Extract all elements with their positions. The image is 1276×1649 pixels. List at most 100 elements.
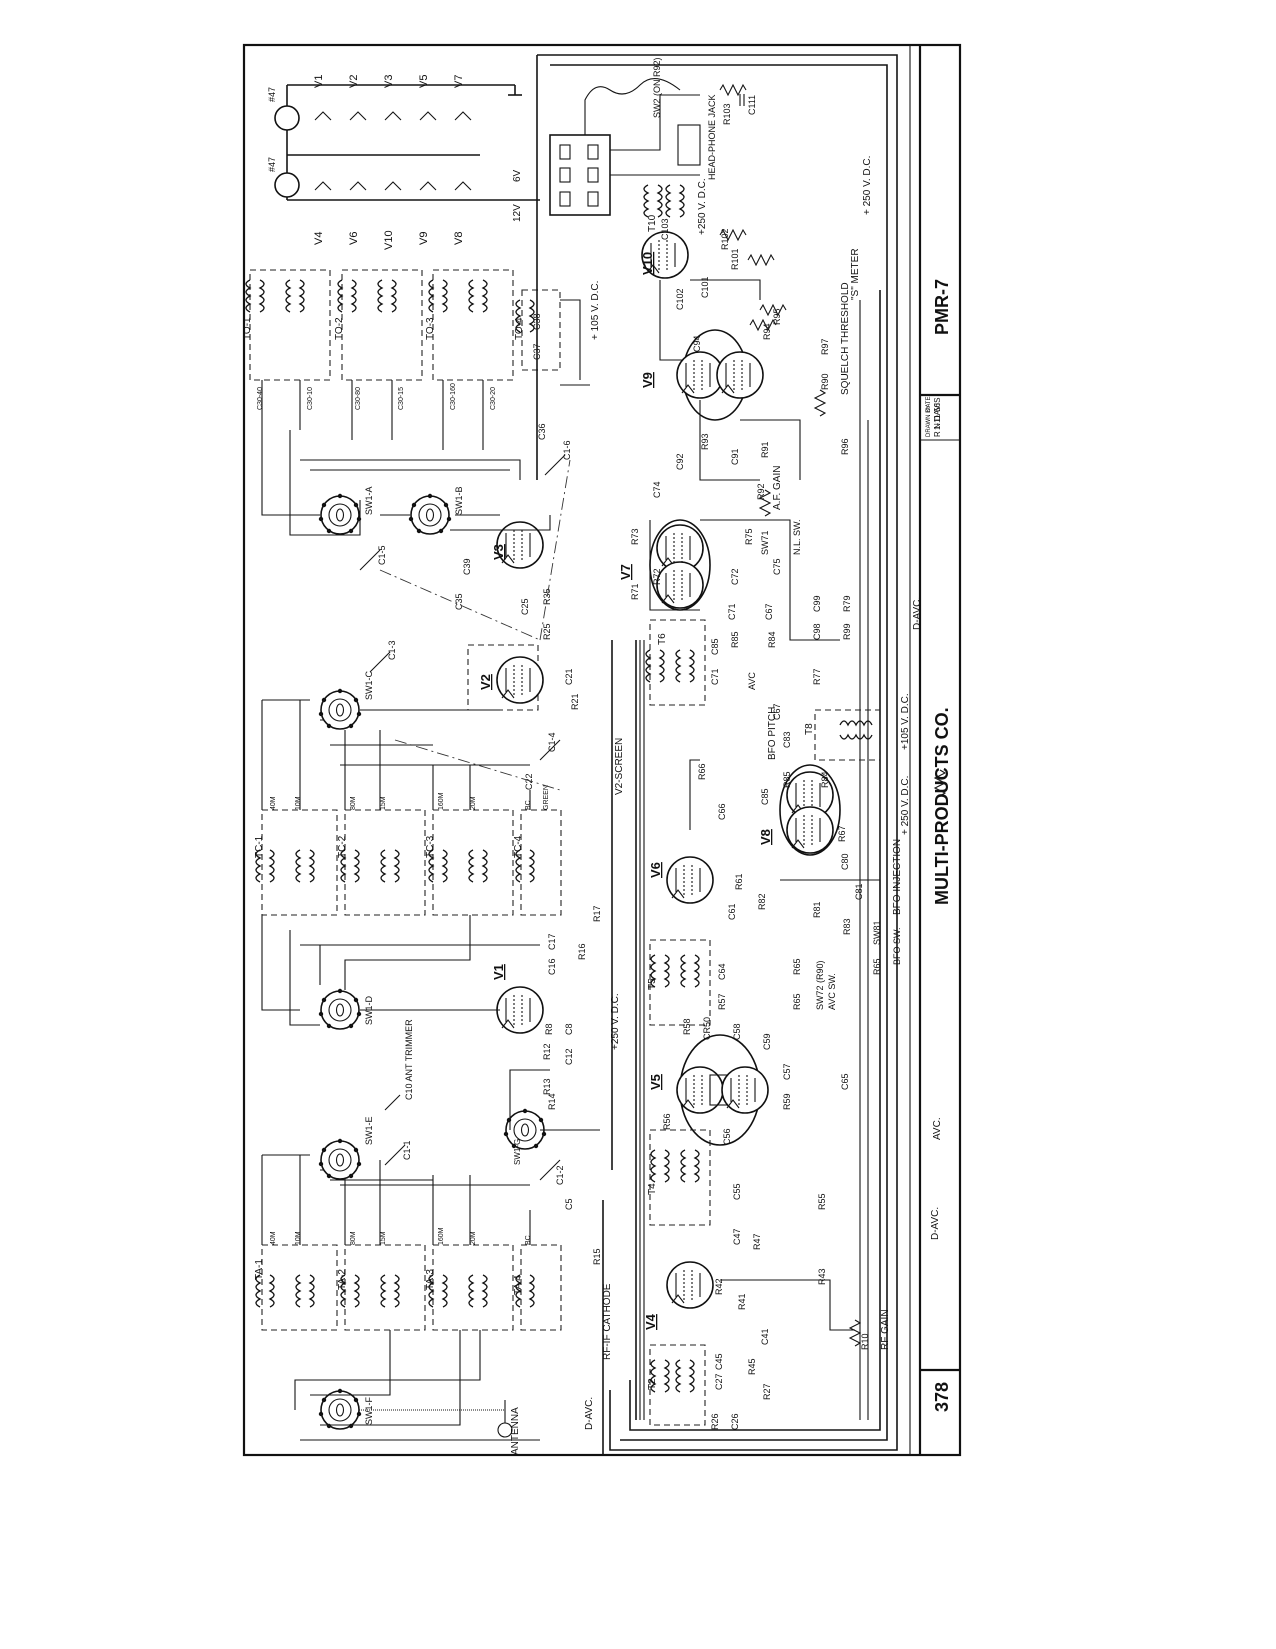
sw71-label: SW71 [760, 530, 770, 555]
r78-label: C75 [772, 558, 782, 575]
rf-gain-label: RF GAIN [880, 1309, 891, 1350]
avc-bus-label: AVC. [932, 1117, 943, 1140]
bfo-pitch-label: BFO PITCH [767, 707, 778, 760]
c1-2-label: C1-2 [555, 1165, 565, 1185]
phones-switch-label: SW2 (ON R92) [652, 57, 662, 118]
tc-coil-group: TC-1 TC-2 TC-3 TC-4 40M 10M 80M 15M 160M… [254, 785, 562, 916]
ta-band-20m: 20M [470, 1231, 477, 1245]
c56-label: CR50 [702, 1017, 712, 1040]
v2-label: V2 [478, 674, 493, 690]
osc-switch-sw1b[interactable]: SW1-B [407, 486, 464, 535]
page-number: 378 [932, 1382, 952, 1412]
r77-label: C72 [730, 568, 740, 585]
heater-label-v10: V10 [383, 230, 395, 250]
c16-label: C16 [547, 958, 557, 975]
band-switch-sw1f[interactable]: SW1-F [317, 1388, 374, 1430]
r12-label: R12 [542, 1043, 552, 1060]
r84-label: R67 [837, 825, 847, 842]
r58-label: C58 [732, 1023, 742, 1040]
c30-15-label: C30-15 [398, 387, 405, 410]
r92-label: R92 [756, 483, 766, 500]
v4-label: V4 [643, 1313, 658, 1330]
r91-label: R91 [760, 441, 770, 458]
r26-label: R26 [710, 1413, 720, 1430]
heater-label-v8: V8 [453, 232, 465, 245]
r42-label: R42 [714, 1278, 724, 1295]
r47-label: R55 [817, 1193, 827, 1210]
heater-label-v1: V1 [313, 75, 325, 88]
c81-label: C80 [840, 853, 850, 870]
davc-top-label: D-AVC. [912, 597, 923, 630]
bfo-switch-label: BFO SW. [892, 927, 902, 965]
r57-label: R65 [792, 993, 802, 1010]
c39-label: C39 [462, 558, 472, 575]
b250-output-label: +250 V. D.C. [697, 178, 708, 235]
c22-label: C22 [524, 773, 534, 790]
c83-label: C85 [760, 788, 770, 805]
r46-label: C47 [732, 1228, 742, 1245]
b105-lower-label: +105 V. D.C. [900, 693, 911, 750]
cr50-label: C59 [762, 1033, 772, 1050]
c75-label: R72 [652, 568, 662, 585]
rf-if-cathode-label: RF-IF CATHODE [602, 1283, 613, 1360]
r94-label: R94 [762, 323, 772, 340]
c30-10-label: C30-10 [307, 387, 314, 410]
tube-v5: V5 [648, 1034, 769, 1146]
band-switch-sw1d[interactable]: SW1-D [317, 987, 374, 1030]
r65-label: R65 [792, 958, 802, 975]
band-switch-sw1e[interactable]: SW1-E [317, 1116, 374, 1180]
r96-label: R96 [840, 438, 850, 455]
band-switch-sw1c[interactable]: SW1-C [317, 671, 374, 730]
c80-label: C83 [782, 731, 792, 748]
c91-label: C91 [730, 448, 740, 465]
c25-label: C25 [520, 598, 530, 615]
c58-label: R59 [782, 1093, 792, 1110]
r103-label: R103 [722, 103, 732, 125]
c85-label: R85 [782, 771, 792, 788]
ta-coil-group: TA-1 TA-2 TA-3 TA 4 40M 10M 80M 15M 160M… [254, 1227, 562, 1331]
davc-left-label: D-AVC. [584, 1397, 595, 1430]
r95-label: R95 [772, 308, 782, 325]
v6-label: V6 [648, 862, 663, 878]
antenna-label: ANTENNA [510, 1407, 521, 1455]
v7-label: V7 [618, 564, 633, 580]
c82-label: R82 [757, 893, 767, 910]
c1-4-label: C1-4 [547, 732, 557, 752]
ta-band-40m: 40M [270, 1231, 277, 1245]
tc1-label: TC-1 [254, 835, 265, 858]
c1-1-label: C1-1 [402, 1140, 412, 1160]
c99-label: R79 [842, 595, 852, 612]
r25-label: R25 [542, 623, 552, 640]
squelch-label: SQUELCH THRESHOLD [840, 282, 851, 395]
heater-label-v7: V7 [453, 75, 465, 88]
t2-label: T2 [647, 1378, 658, 1390]
r13-label: R13 [542, 1078, 552, 1095]
osc-switch-sw1a[interactable]: SW1-A [317, 486, 374, 535]
r35-label: R35 [542, 588, 552, 605]
ta-band-160m: 160M [438, 1227, 445, 1245]
sw1e-label: SW1-E [364, 1116, 374, 1145]
r41-label: R41 [737, 1293, 747, 1310]
tube-v9: V9 [640, 329, 764, 421]
c45-label: C45 [714, 1353, 724, 1370]
r8-label: R8 [544, 1023, 554, 1035]
b250-v1-label: +250 V. D.C. [610, 993, 621, 1050]
b250-bfo-label: + 250 V. D.C. [900, 776, 911, 835]
tube-v3: V3 [491, 521, 544, 569]
tube-v1: V1 [491, 964, 544, 1034]
c67-label: C71 [710, 668, 720, 685]
sw1f-label: SW1-F [364, 1397, 374, 1426]
c74-label: C74 [652, 481, 662, 498]
ta2-label: TA-2 [337, 1269, 348, 1290]
r66-label: R66 [697, 763, 707, 780]
r73-label: C71 [727, 603, 737, 620]
tube-v8: V8 [758, 764, 841, 856]
cal-switch-sw1g[interactable]: SW1-G [502, 1108, 548, 1165]
v5-label: V5 [648, 1074, 663, 1090]
c27-label: C27 [714, 1373, 724, 1390]
company-name: MULTI-PRODUCTS CO. [932, 707, 952, 905]
t10-label: T10 [647, 214, 658, 232]
sw1b-label: SW1-B [454, 486, 464, 515]
supply-6v-label: 6V [512, 169, 523, 182]
